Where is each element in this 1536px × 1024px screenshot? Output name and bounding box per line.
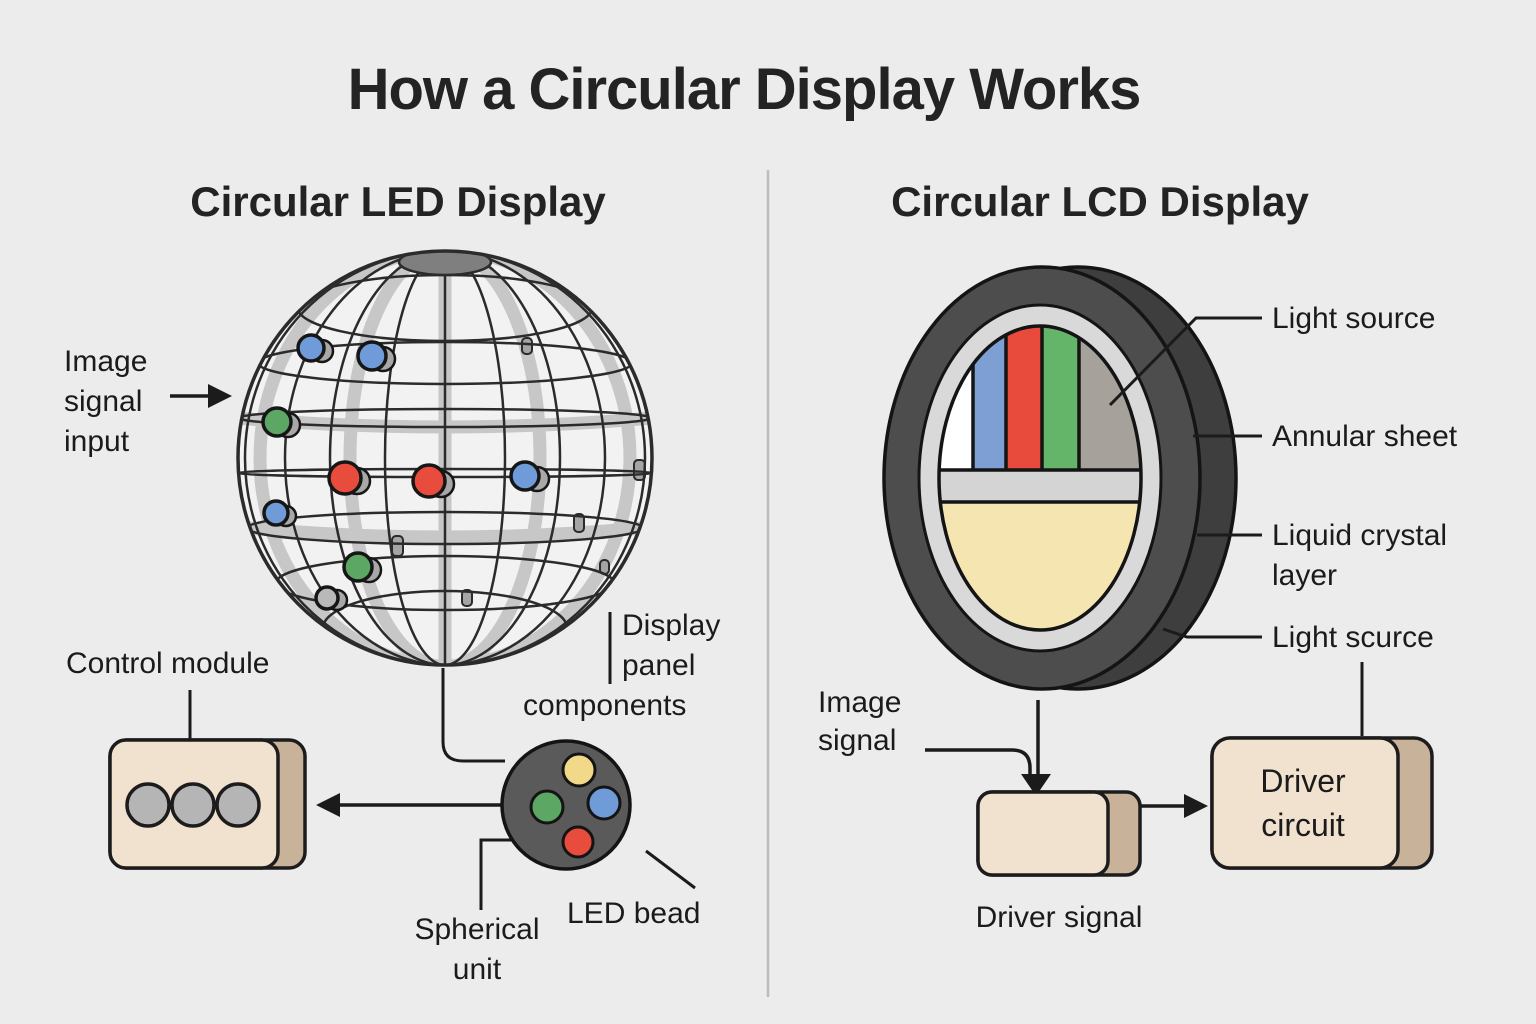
image-signal-arrowhead [208,384,232,408]
lcd-section-heading: Circular LCD Display [891,178,1309,225]
sphere-pegs [391,337,646,607]
led-bead-dot [327,460,372,496]
led-section-heading: Circular LED Display [190,178,606,225]
light-scurce-label: Light scurce [1272,621,1434,654]
led-bead-dot [356,340,397,373]
light-source-label: Light source [1272,302,1436,335]
sphere-led-beads [261,333,551,612]
led-sphere [236,249,654,667]
led-arrowheads [208,384,340,817]
spherical-unit-figure [500,739,632,871]
lcd-leader-lines [1108,316,1364,736]
led-bead-dot [509,460,551,493]
driver-signal-box [976,790,1142,877]
image-signal-label: Image signal [818,686,902,757]
display-panel-components-label: Display panel components [523,609,721,722]
driver-signal-label: Driver signal [975,901,1143,934]
spherical-unit-beads [529,752,622,859]
led-bead-dot [411,463,456,499]
driver-circuit-box [1210,736,1434,870]
driver-circuit-label: Driver circuit [1260,763,1346,843]
to-driver-signal-arrowhead [1021,774,1051,796]
lcd-stripe-green [1042,326,1079,470]
annular-sheet-label: Annular sheet [1272,420,1458,453]
to-driver-circuit-arrowhead [1184,794,1208,818]
led-connectors [170,394,505,807]
led-bead-dot [296,333,335,364]
led-bead-label: LED bead [567,897,701,930]
lcd-display-figure [882,265,1238,691]
control-module-label: Control module [66,647,270,680]
sphere-pole-cap [397,252,493,277]
to-control-module-arrowhead [316,793,340,817]
led-bead-dot [261,406,302,439]
lcd-signal-lines [925,700,1190,808]
lcd-liquid-crystal-band [939,470,1141,502]
led-bead-dot [342,551,383,584]
lcd-stripe-red [1006,326,1042,470]
control-module-box [108,738,307,870]
page-title: How a Circular Display Works [347,57,1142,122]
lcd-arrowheads [1021,774,1208,818]
led-bead-dot [262,499,298,528]
control-module-knobs [125,782,261,828]
lcd-panel-content [939,326,1141,630]
liquid-crystal-layer-label: Liquid crystal layer [1272,519,1448,592]
image-signal-input-label: Image signal input [64,345,148,458]
led-bead-dot [314,585,349,612]
spherical-unit-label: Spherical unit [414,913,540,986]
